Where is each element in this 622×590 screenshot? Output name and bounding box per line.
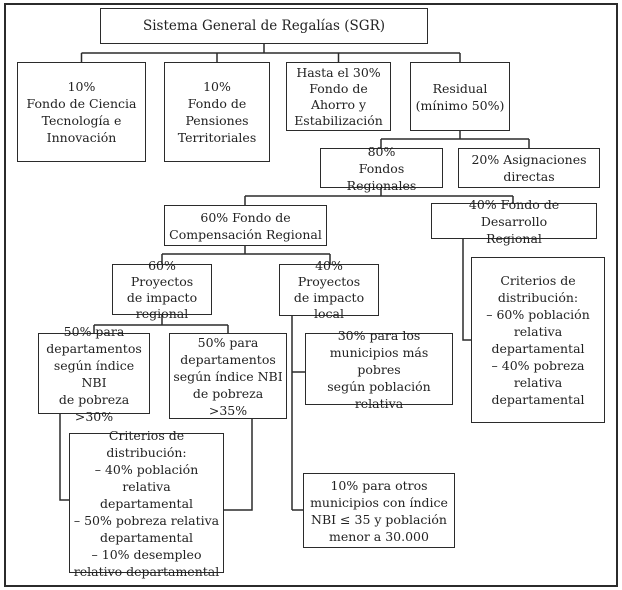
node-proyectos-impacto-regional: 60% Proyectos de impacto regional [112,258,212,321]
node-fondo-compensacion: 60% Fondo de Compensación Regional [164,205,327,246]
node-fondo-ciencia: 10% Fondo de Ciencia Tecnología e Innova… [17,62,146,162]
outer-border [4,3,618,587]
node-municipios-mas-pobres: 30% para los municipios más pobres según… [305,328,453,411]
node-otros-municipios: 10% para otros municipios con índice NBI… [303,473,455,548]
node-proyectos-impacto-local: 40% Proyectos de impacto local [279,258,379,321]
node-departamentos-nbi-35: 50% para departamentos según índice NBI … [169,333,287,419]
node-fondo-ahorro: Hasta el 30% Fondo de Ahorro y Estabiliz… [286,62,391,131]
node-departamentos-nbi-30: 50% para departamentos según índice NBI … [38,324,150,424]
node-criterios-distribucion-fcr: Criterios de distribución: – 40% poblaci… [69,428,224,579]
node-criterios-distribucion-fdr: Criterios de distribución: – 60% poblaci… [471,257,605,423]
node-asignaciones-directas: 20% Asignaciones directas [458,148,600,188]
node-fondos-regionales: 80% Fondos Regionales [320,144,443,193]
node-fondo-pensiones: 10% Fondo de Pensiones Territoriales [164,62,270,162]
node-fondo-desarrollo: 40% Fondo de Desarrollo Regional [431,197,597,246]
node-sgr: Sistema General de Regalías (SGR) [100,8,428,44]
node-residual: Residual (mínimo 50%) [410,62,510,131]
